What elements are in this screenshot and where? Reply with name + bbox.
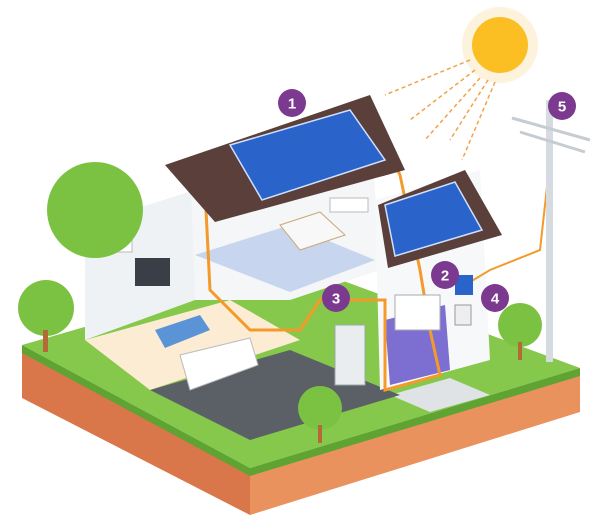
walkway — [390, 378, 490, 412]
tree-trunk — [43, 330, 48, 352]
washer — [394, 294, 441, 331]
soil-right — [250, 372, 580, 515]
meter — [454, 304, 472, 326]
grid-wire — [464, 159, 551, 286]
svg-text:1: 1 — [288, 96, 296, 113]
tree-trunk — [318, 425, 322, 443]
left-solar-panel — [228, 109, 387, 201]
svg-text:2: 2 — [441, 268, 449, 285]
svg-text:5: 5 — [558, 99, 566, 116]
marker-2: 2 — [431, 261, 459, 289]
grass-edge — [22, 345, 580, 476]
fridge — [334, 324, 366, 386]
tree — [498, 303, 542, 347]
tree — [298, 386, 342, 430]
marker-3: 3 — [322, 284, 350, 312]
tree — [47, 162, 143, 258]
tv — [135, 258, 170, 286]
svg-text:4: 4 — [491, 291, 500, 308]
utility-pole — [546, 100, 553, 362]
sofa — [155, 315, 210, 348]
pole-crossarm-2 — [519, 130, 586, 154]
sun-rays — [384, 59, 496, 161]
tree — [18, 280, 74, 336]
marker-1: 1 — [278, 89, 306, 117]
sun — [472, 17, 528, 73]
living-floor — [85, 300, 300, 390]
right-solar-panel — [384, 181, 484, 257]
marker-5: 5 — [548, 92, 576, 120]
bedroom-floor — [195, 225, 375, 292]
kitchen-counter — [179, 337, 259, 391]
tree-trunk — [518, 342, 522, 360]
bed — [279, 211, 346, 251]
svg-text:3: 3 — [332, 291, 340, 308]
marker-4: 4 — [481, 284, 509, 312]
inverter — [455, 275, 473, 295]
soil-left — [22, 352, 250, 515]
pole-crossarm — [511, 116, 591, 142]
ac-unit — [329, 197, 369, 213]
wiring — [203, 144, 442, 392]
